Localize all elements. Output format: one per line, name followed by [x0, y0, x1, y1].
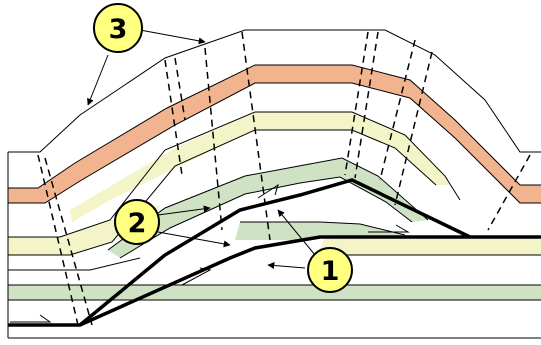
label-1: 1 [307, 247, 353, 293]
leader-arrows [87, 29, 316, 269]
leader-3-left [87, 54, 109, 106]
open-half-arrow-icon [257, 183, 279, 199]
label-2-text: 2 [128, 208, 147, 239]
open-half-arrow-icon [10, 314, 52, 323]
leader-1-lower [267, 262, 306, 269]
leader-2-upper [157, 205, 211, 216]
green-layer-hangingwall [108, 158, 428, 258]
open-half-arrow-icon [368, 224, 410, 233]
thrust-fault [8, 178, 541, 327]
slip-arrows [10, 183, 410, 323]
open-half-arrow-icon [181, 267, 212, 286]
label-1-text: 1 [321, 256, 340, 287]
bedding-lines [7, 29, 541, 339]
label-2: 2 [114, 199, 160, 245]
label-3-text: 3 [109, 14, 128, 45]
green-layer-lower [8, 285, 541, 300]
label-3: 3 [93, 3, 143, 53]
fault-upper [78, 178, 471, 327]
leader-2-lower [157, 231, 231, 248]
pale-yellow-layer-footwall [318, 237, 541, 255]
pale-yellow-layer-upper [70, 112, 450, 222]
fault-lower [8, 235, 541, 327]
leader-1-upper [277, 209, 316, 256]
leader-3-right [139, 29, 206, 45]
stratigraphic-layers [8, 65, 541, 300]
orange-layer [8, 65, 541, 203]
